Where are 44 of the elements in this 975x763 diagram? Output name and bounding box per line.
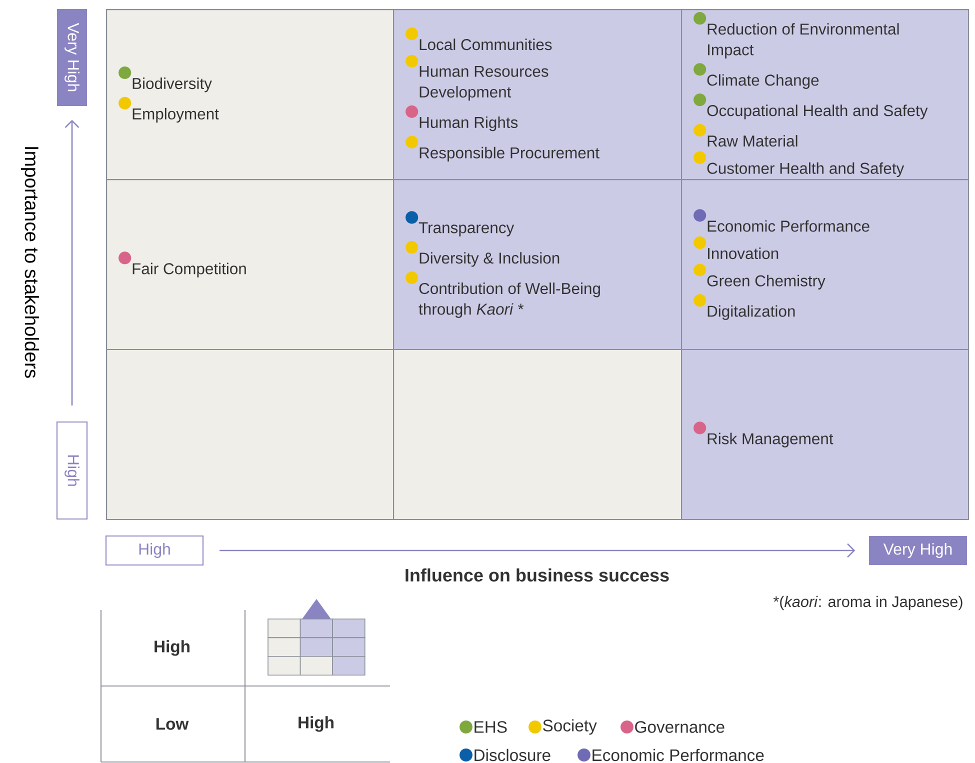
matrix-cell xyxy=(681,179,970,350)
bullet-item: Innovation xyxy=(694,236,778,260)
level-box: High xyxy=(56,421,88,520)
bullet-item: Diversity & Inclusion xyxy=(406,241,560,267)
bullet-item: Local Communities xyxy=(406,28,552,50)
axis-title: Importance to stakeholders xyxy=(21,147,40,378)
matrix-cell xyxy=(106,9,394,180)
bullet-item: Green Chemistry xyxy=(694,264,826,290)
bullet-item: Responsible Procurement xyxy=(406,136,600,162)
bullet-item: Climate Change xyxy=(694,63,819,89)
axis-title: Influence on business success xyxy=(406,568,669,582)
matrix-cell xyxy=(393,9,682,180)
legend-label: Governance xyxy=(635,721,724,733)
axis-arrow xyxy=(64,120,80,406)
bullet-item: Human Rights xyxy=(406,105,518,132)
level-box: Very High xyxy=(57,9,87,106)
footnote: *(kaori: aroma in Japanese) xyxy=(773,596,962,610)
legend-label: Economic Performance xyxy=(592,748,764,762)
bullet-item: Transparency xyxy=(406,211,514,236)
bullet-item: Reduction of Environmental Impact xyxy=(694,12,899,58)
matrix-cell xyxy=(681,9,970,180)
bullet-item: Employment xyxy=(118,96,219,123)
bullet-item: Contribution of Well-Being through Kaori* xyxy=(406,271,600,318)
table-label: High xyxy=(154,640,190,656)
bullet-item: Customer Health and Safety xyxy=(694,151,904,178)
level-box: High xyxy=(105,535,204,566)
bullet-item: Human Resources Development xyxy=(406,54,548,101)
bullet-item: Economic Performance xyxy=(694,209,870,232)
matrix-cell xyxy=(393,179,682,350)
axis-arrow xyxy=(220,543,856,558)
table-label: Low xyxy=(156,718,189,730)
matrix-cell xyxy=(681,349,970,520)
bullet-item: Fair Competition xyxy=(118,252,246,278)
level-box: Very High xyxy=(869,536,967,565)
bullet-item: Biodiversity xyxy=(118,66,212,92)
legend-label: Society xyxy=(543,719,597,735)
bullet-item: Risk Management xyxy=(694,422,834,448)
legend-label: EHS xyxy=(474,721,507,733)
matrix-cell xyxy=(106,179,394,350)
bullet-item: Raw Material xyxy=(694,124,798,147)
bullet-item: Occupational Health and Safety xyxy=(694,94,928,120)
table-label: High xyxy=(298,716,334,732)
bullet-item: Digitalization xyxy=(694,294,795,320)
legend-label: Disclosure xyxy=(474,748,550,762)
